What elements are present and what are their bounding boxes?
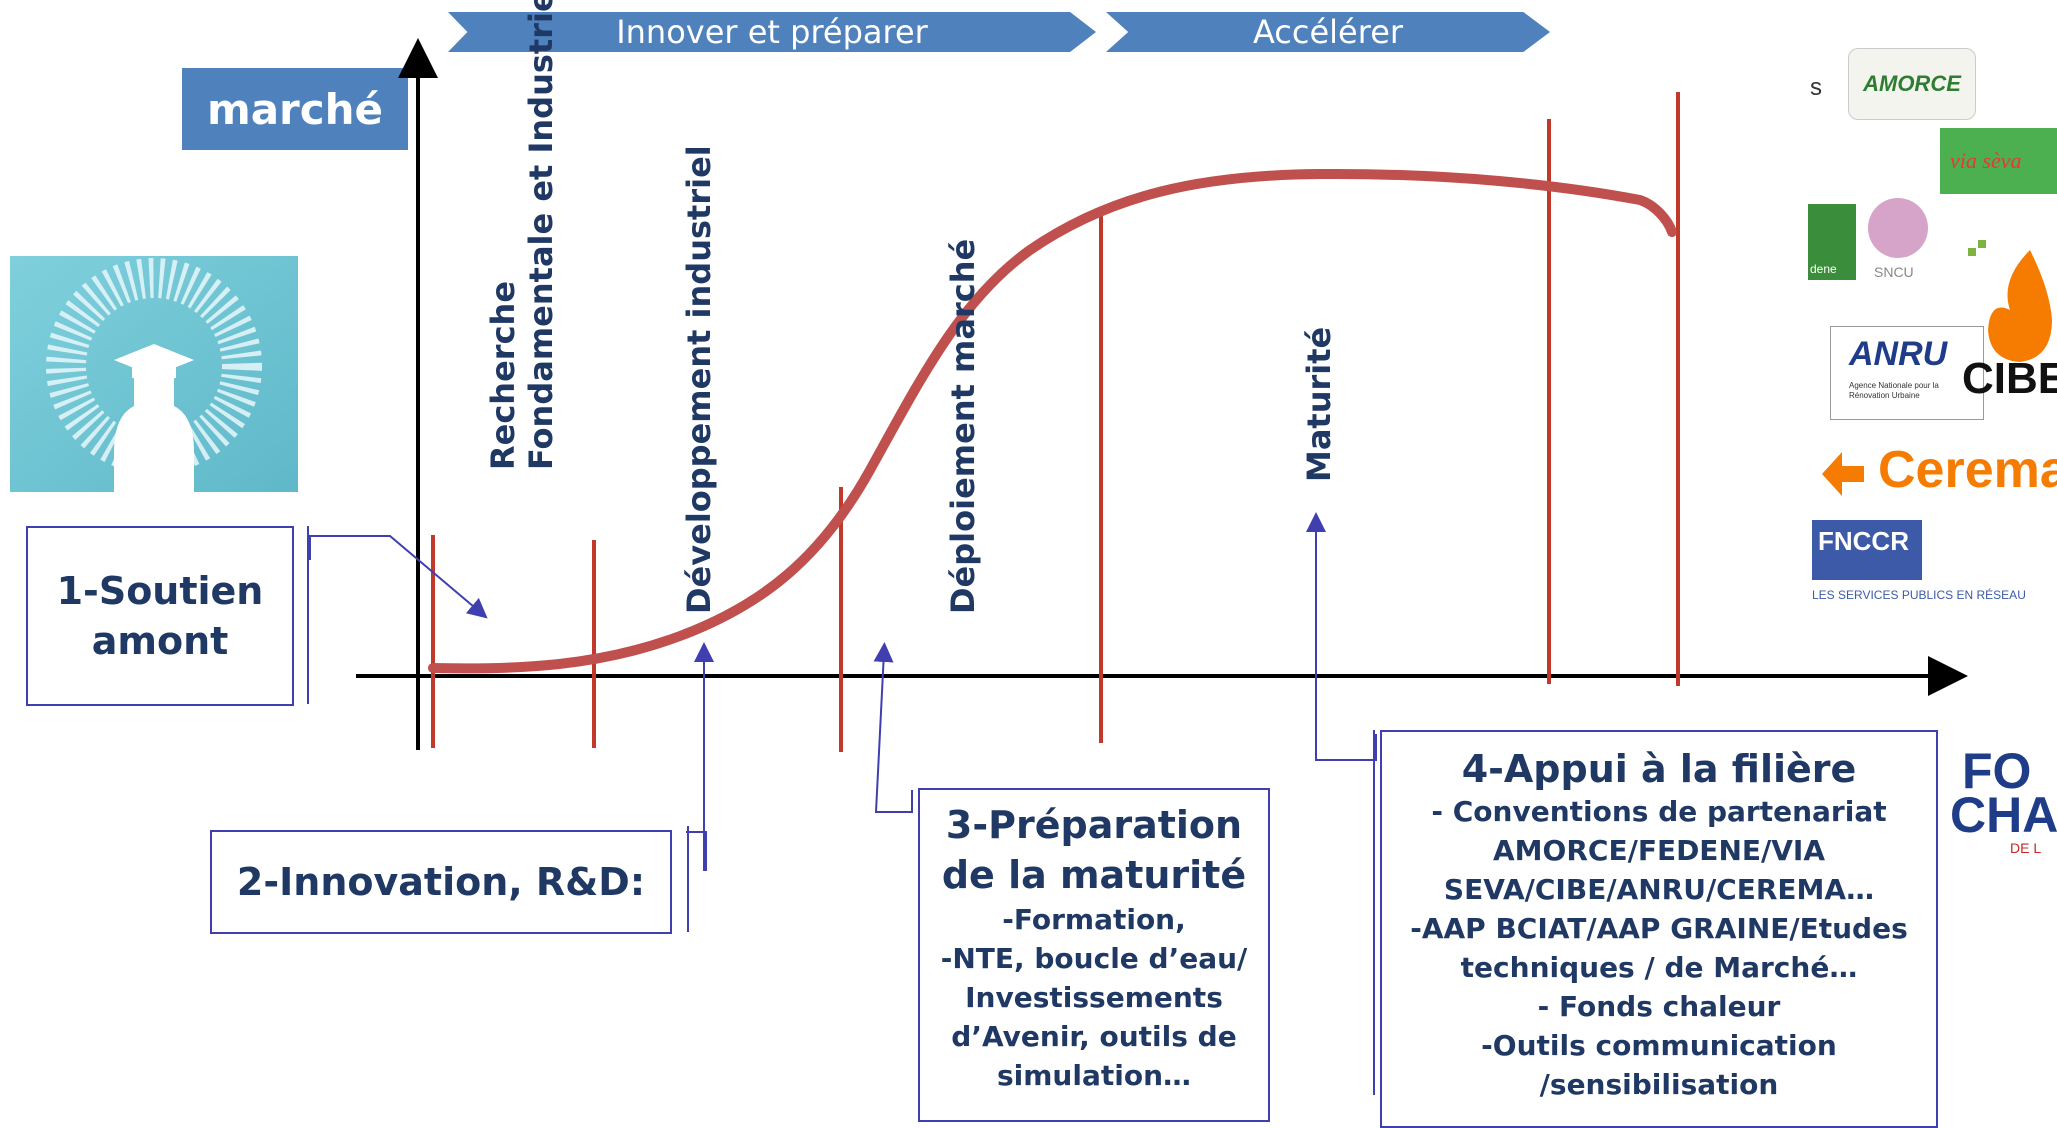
fedene-logo: dene	[1808, 204, 1856, 280]
stray-char: s	[1810, 74, 1822, 101]
phase-label: Accélérer	[1252, 13, 1404, 51]
phase-chevron-innover: Innover et préparer	[448, 12, 1096, 52]
stage-label-maturite: Maturité	[1300, 326, 1338, 482]
stage-label-deploiement: Déploiement marché	[944, 238, 982, 614]
fnccr-subtitle: LES SERVICES PUBLICS EN RÉSEAU	[1812, 588, 2026, 602]
box-appui-filiere: 4-Appui à la filière - Conventions de pa…	[1380, 730, 1938, 1128]
market-s-curve	[428, 168, 1677, 674]
connector-b2	[686, 642, 714, 871]
cibe-flame-icon	[1968, 240, 2052, 362]
cerema-logo: Cerema	[1878, 441, 2057, 499]
y-axis-label: marché	[182, 68, 408, 150]
stage-label-recherche: Recherche Fondamentale et Industrielle	[484, 0, 560, 470]
graduate-head-illustration	[10, 256, 298, 492]
anru-logo: ANRU Agence Nationale pour la Rénovation…	[1830, 326, 1984, 420]
connector-b3	[873, 642, 913, 813]
connector-b1	[309, 535, 488, 619]
cibe-logo: CIBE	[1962, 354, 2057, 403]
box-soutien-amont: 1-Soutien amont	[26, 526, 294, 706]
fnccr-logo: FNCCR	[1812, 520, 1922, 580]
sncu-logo	[1868, 198, 1928, 258]
phase-label: Innover et préparer	[616, 13, 928, 51]
amorce-logo: AMORCE	[1848, 48, 1976, 120]
via-seva-logo: via sèva	[1940, 128, 2057, 194]
fonds-chaleur-logo: FO CHA DE L	[1950, 728, 2057, 874]
connector-b4	[1306, 512, 1377, 761]
cerema-arrow-icon	[1822, 452, 1864, 496]
box-preparation-maturite: 3-Préparation de la maturité -Formation,…	[918, 788, 1270, 1122]
stage-label-developpement: Développement industriel	[680, 145, 718, 614]
box-innovation-rd: 2-Innovation, R&D:	[210, 830, 672, 934]
market-curve-diagram	[307, 38, 1968, 1095]
sncu-label: SNCU	[1874, 264, 1914, 280]
phase-chevron-accelerer: Accélérer	[1106, 12, 1550, 52]
